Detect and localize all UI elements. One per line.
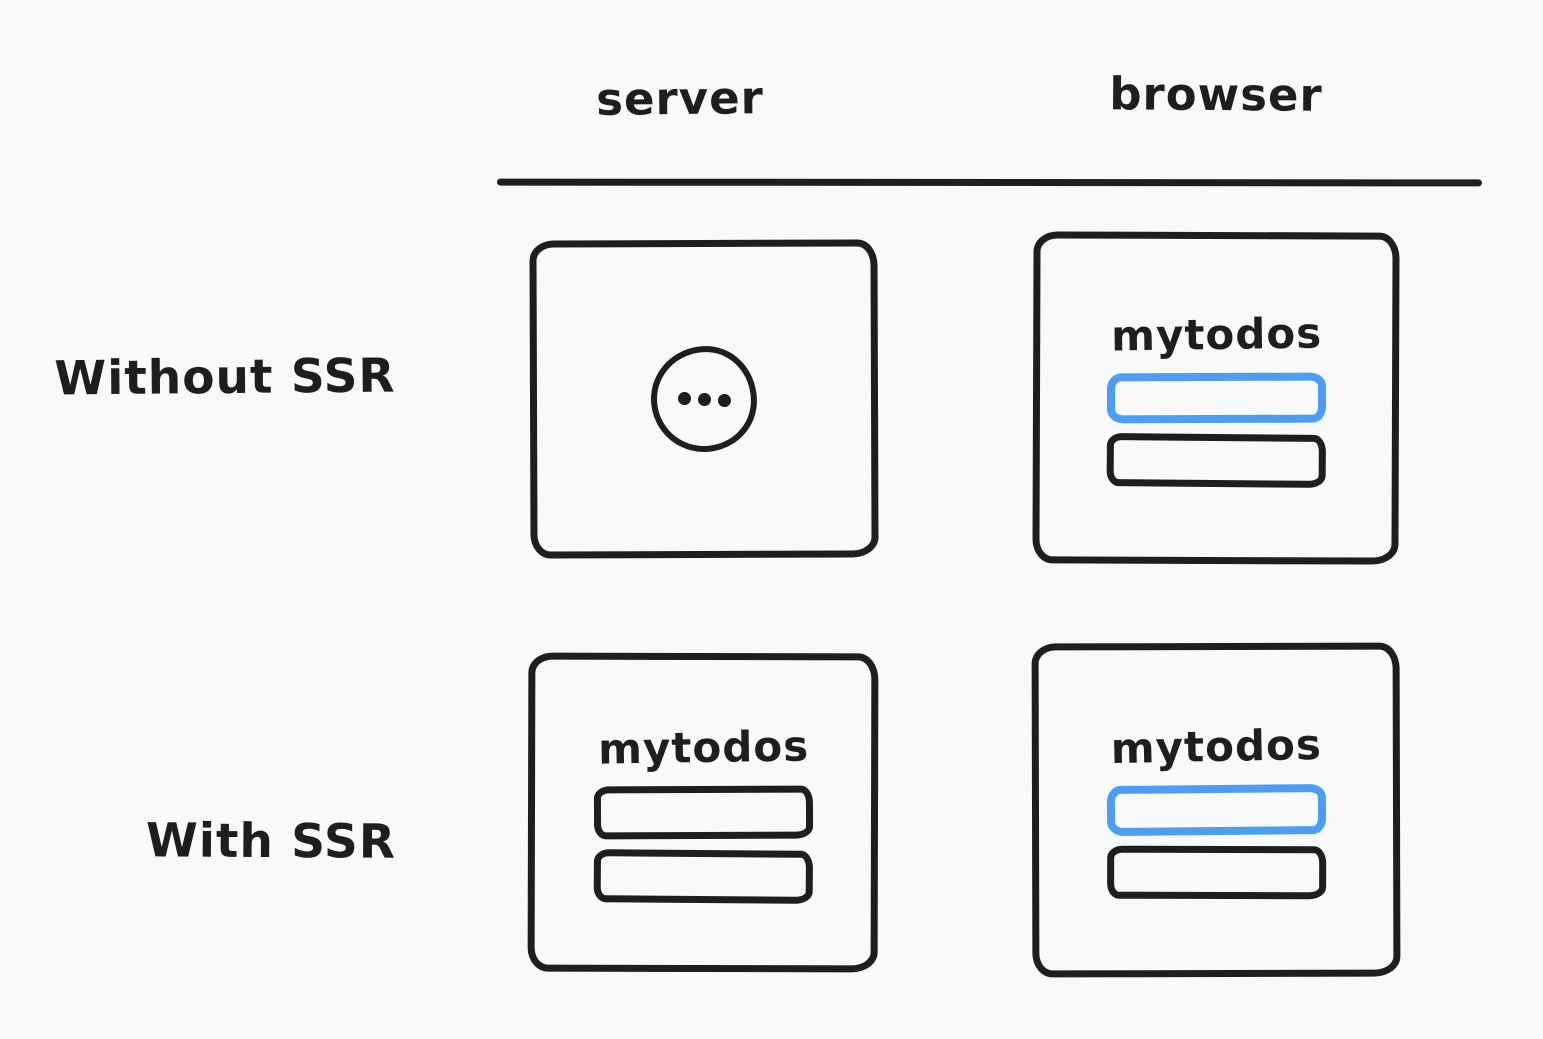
panel-with-ssr-browser: mytodos (1031, 642, 1401, 978)
app-title: mytodos (1109, 719, 1322, 773)
ellipsis-circle-icon (648, 343, 760, 455)
todo-item-bar-highlighted (1106, 372, 1326, 423)
app-title: mytodos (597, 720, 810, 774)
panel-without-ssr-server (529, 239, 879, 559)
ellipsis-dot-icon (717, 393, 731, 407)
app-window: mytodos (1106, 719, 1326, 899)
panel-without-ssr-browser: mytodos (1032, 231, 1400, 565)
row-label-with-ssr: With SSR (145, 813, 397, 870)
todo-bars (593, 785, 813, 904)
app-window: mytodos (593, 720, 813, 904)
todo-item-bar (1106, 432, 1326, 488)
app-window: mytodos (1106, 308, 1326, 488)
todo-item-bar-highlighted (1106, 783, 1326, 836)
todo-bars (1106, 372, 1326, 488)
app-title: mytodos (1110, 308, 1323, 360)
todo-item-bar (593, 848, 813, 904)
ellipsis-dot-icon (677, 391, 691, 405)
column-header-browser: browser (1109, 67, 1323, 122)
column-header-server: server (595, 71, 765, 126)
todo-item-bar (593, 785, 813, 839)
todo-item-bar (1106, 845, 1326, 899)
todo-bars (1106, 783, 1326, 899)
ellipsis-dot-icon (697, 392, 711, 406)
row-label-without-ssr: Without SSR (54, 348, 396, 407)
panel-with-ssr-server: mytodos (527, 652, 879, 973)
header-divider-line (496, 178, 1483, 187)
